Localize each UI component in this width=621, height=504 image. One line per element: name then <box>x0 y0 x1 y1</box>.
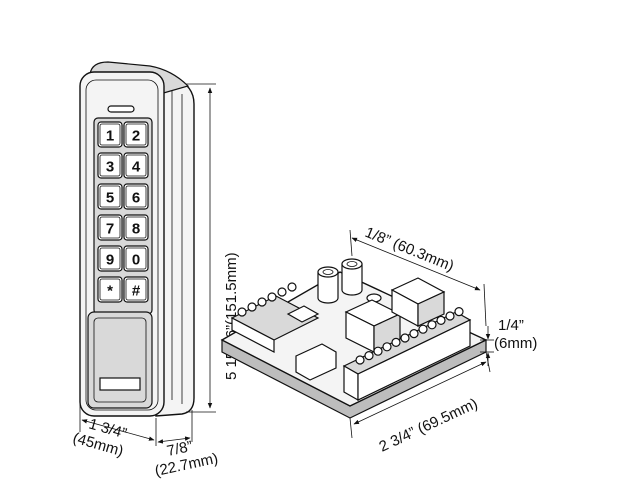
right-terminal-screw <box>454 307 464 317</box>
key-2[interactable]: 2 <box>123 121 149 148</box>
key-0[interactable]: 0 <box>123 245 149 272</box>
right-terminal-screw <box>418 324 428 334</box>
capacitor-right <box>341 258 363 296</box>
right-terminal-screw <box>427 320 437 330</box>
board-height-inch-label: 1/4” <box>498 317 524 334</box>
key-label: 5 <box>106 190 114 207</box>
key-cap <box>97 121 123 148</box>
key-inner-border <box>99 123 121 146</box>
left-terminal-screw <box>267 292 277 302</box>
key-star[interactable]: * <box>97 276 123 303</box>
left-terminal-screw <box>257 297 267 307</box>
key-cap <box>97 183 123 210</box>
key-hash[interactable]: # <box>123 276 149 303</box>
key-label: 4 <box>132 159 141 176</box>
key-7[interactable]: 7 <box>97 214 123 241</box>
key-label: * <box>107 283 113 300</box>
key-inner-border <box>99 247 121 270</box>
left-terminal-screw <box>277 287 287 297</box>
key-cap <box>97 152 123 179</box>
right-terminal-screw <box>364 351 374 361</box>
key-label: 2 <box>132 128 140 145</box>
key-inner-border <box>125 216 147 239</box>
key-label: # <box>132 283 141 300</box>
key-inner-border <box>99 154 121 177</box>
key-3[interactable]: 3 <box>97 152 123 179</box>
key-cap <box>97 276 123 303</box>
keypad-depth-inch-label: 7/8” <box>165 438 194 460</box>
key-5[interactable]: 5 <box>97 183 123 210</box>
key-cap <box>123 214 149 241</box>
key-6[interactable]: 6 <box>123 183 149 210</box>
card-reader-panel <box>87 311 153 409</box>
right-terminal-screw <box>355 355 365 365</box>
key-label: 8 <box>132 221 140 238</box>
right-terminal-screw <box>445 311 455 321</box>
key-4[interactable]: 4 <box>123 152 149 179</box>
key-label: 1 <box>106 128 114 145</box>
board-length-label: 2 3/4” (69.5mm) <box>377 395 481 456</box>
key-label: 3 <box>106 159 114 176</box>
key-8[interactable]: 8 <box>123 214 149 241</box>
key-cap <box>123 152 149 179</box>
board-height-dimension: 1/4” (6mm) <box>480 317 537 366</box>
key-cap <box>123 183 149 210</box>
right-terminal-screw <box>373 346 383 356</box>
key-label: 0 <box>132 252 140 269</box>
key-inner-border <box>125 154 147 177</box>
keypad-device: 1 2 3 4 5 6 7 8 9 0 * # <box>79 61 195 417</box>
key-inner-border <box>125 185 147 208</box>
right-terminal-screw <box>400 333 410 343</box>
left-terminal-screw <box>247 302 257 312</box>
capacitor-left <box>317 266 339 304</box>
jumper-connector <box>286 305 320 323</box>
key-inner-border <box>125 278 147 301</box>
led-indicator <box>107 105 135 113</box>
key-cap <box>123 276 149 303</box>
controller-board <box>220 258 488 419</box>
right-terminal-screw <box>409 329 419 339</box>
right-terminal-screw <box>382 342 392 352</box>
key-inner-border <box>99 185 121 208</box>
key-cap <box>123 245 149 272</box>
key-cap <box>97 245 123 272</box>
right-terminal-screw <box>436 315 446 325</box>
key-inner-border <box>125 123 147 146</box>
key-1[interactable]: 1 <box>97 121 123 148</box>
right-terminal-screw <box>391 337 401 347</box>
key-inner-border <box>125 247 147 270</box>
key-inner-border <box>99 278 121 301</box>
key-9[interactable]: 9 <box>97 245 123 272</box>
key-inner-border <box>99 216 121 239</box>
board-height-mm-label: (6mm) <box>494 335 537 352</box>
key-label: 6 <box>132 190 140 207</box>
left-terminal-screw <box>287 282 297 292</box>
key-cap <box>123 121 149 148</box>
board-top-label: 1/8” (60.3mm) <box>363 224 457 275</box>
key-label: 9 <box>106 252 114 269</box>
key-cap <box>97 214 123 241</box>
left-terminal-screw <box>237 307 247 317</box>
keypad-depth-dimension: 7/8” (22.7mm) <box>153 410 220 480</box>
key-label: 7 <box>106 221 114 238</box>
